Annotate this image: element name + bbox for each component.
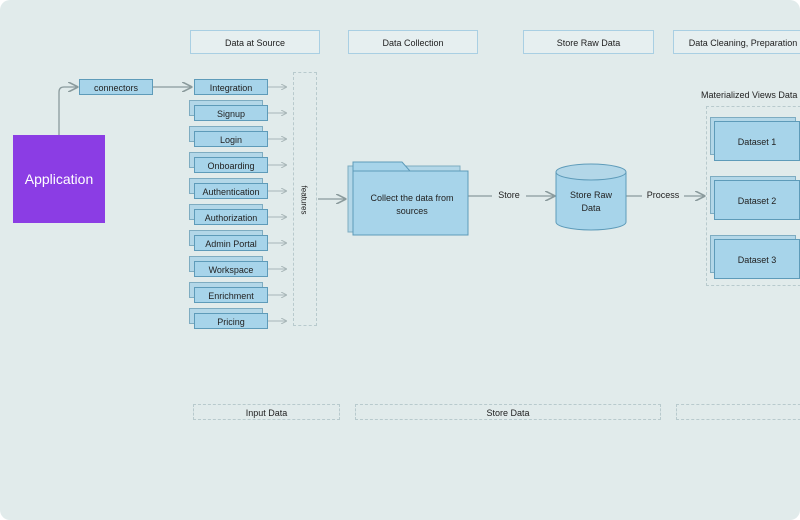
store-arrow-label: Store [492, 190, 526, 200]
connectors-box: connectors [79, 79, 153, 95]
feature-workspace: Workspace [194, 261, 268, 277]
feature-pricing: Pricing [194, 313, 268, 329]
header-data-cleaning: Data Cleaning, Preparation [673, 30, 800, 54]
header-store-raw-data: Store Raw Data [523, 30, 654, 54]
feature-signup: Signup [194, 105, 268, 121]
collect-label: Collect the data from sources [370, 193, 454, 216]
process-arrow-label: Process [642, 190, 684, 200]
materialized-views-group [706, 106, 800, 286]
feature-enrichment: Enrichment [194, 287, 268, 303]
footer-store-data: Store Data [355, 404, 661, 420]
materialized-views-title: Materialized Views Data [701, 90, 798, 100]
dataset-1-box: Dataset 1 [714, 121, 800, 161]
app-to-connectors-arrow [58, 87, 77, 135]
footer-input-data: Input Data [193, 404, 340, 420]
header-data-collection: Data Collection [348, 30, 478, 54]
feature-admin-portal: Admin Portal [194, 235, 268, 251]
feature-authentication: Authentication [194, 183, 268, 199]
feature-integration: Integration [194, 79, 268, 95]
feature-arrows [268, 87, 286, 321]
features-group [293, 72, 317, 326]
footer-empty-section [676, 404, 800, 420]
features-label: features [299, 185, 309, 215]
header-data-at-source: Data at Source [190, 30, 320, 54]
feature-onboarding: Onboarding [194, 157, 268, 173]
feature-authorization: Authorization [194, 209, 268, 225]
store-raw-label: Store Raw Data [569, 190, 613, 213]
store-raw-cylinder-icon [555, 163, 627, 231]
dataset-2-box: Dataset 2 [714, 180, 800, 220]
application-box: Application [13, 135, 105, 223]
collect-folder-icon [347, 161, 469, 236]
dataset-3-box: Dataset 3 [714, 239, 800, 279]
feature-login: Login [194, 131, 268, 147]
